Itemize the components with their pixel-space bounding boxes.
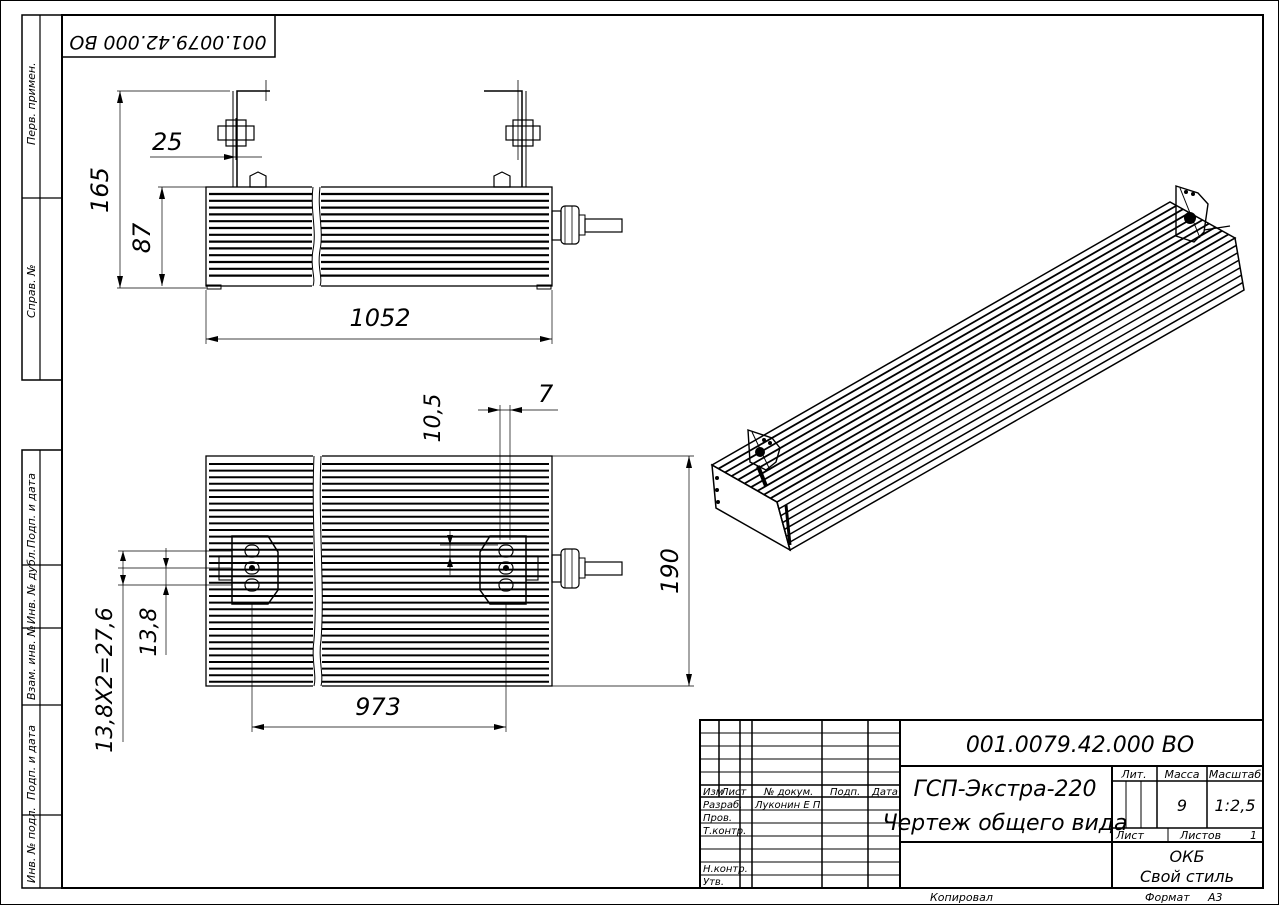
role-approved: Утв. bbox=[703, 877, 724, 888]
iso-side-fin bbox=[778, 244, 1237, 510]
dim-hole-pitch: 13,8 bbox=[137, 608, 162, 657]
iso-side-fin bbox=[785, 274, 1242, 537]
title-block: 001.0079.42.000 ВО ГСП-Экстра-220 Чертеж… bbox=[699, 719, 1264, 904]
iso-side-fin bbox=[787, 281, 1244, 544]
side-label-sign-date-1: Подп. и дата bbox=[25, 473, 38, 548]
sheets-label: Листов bbox=[1179, 829, 1221, 842]
side-stamp: Перв. примен. Справ. № Подп. и дата Инв.… bbox=[21, 14, 63, 889]
iso-top-fin bbox=[763, 230, 1223, 496]
dim-hole-pitch-total: 13,8Х2=27,6 bbox=[93, 607, 118, 752]
top-view bbox=[205, 452, 623, 690]
dim-bracket-offset: 25 bbox=[152, 128, 183, 156]
role-norm-control: Н.контр. bbox=[703, 864, 748, 875]
hdr-date: Дата bbox=[871, 787, 898, 798]
mass-label: Масса bbox=[1164, 768, 1199, 781]
lit-label: Лит. bbox=[1120, 768, 1146, 781]
iso-side-fin bbox=[784, 267, 1241, 531]
title-doc-code: 001.0079.42.000 ВО bbox=[966, 733, 1194, 758]
front-view-dimensions: 165 87 25 1052 bbox=[86, 90, 553, 344]
side-label-orig-inv: Инв. № подл. bbox=[25, 807, 38, 883]
iso-side-fin bbox=[780, 252, 1238, 517]
mass-value: 9 bbox=[1177, 796, 1187, 815]
iso-top-fin bbox=[737, 215, 1197, 481]
iso-top-fin bbox=[731, 212, 1190, 477]
iso-top-fin bbox=[757, 226, 1216, 492]
copied-label: Копировал bbox=[930, 891, 993, 904]
corner-doc-code: 001.0079.42.000 ВО bbox=[69, 31, 266, 53]
format-label: Формат bbox=[1145, 891, 1190, 904]
sheet-label: Лист bbox=[1115, 829, 1144, 842]
role-developer: Разраб. bbox=[703, 799, 742, 811]
dim-overall-width: 190 bbox=[656, 548, 684, 594]
scale-value: 1:2,5 bbox=[1214, 796, 1255, 815]
side-label-dup-inv: Инв. № дубл. bbox=[25, 549, 38, 624]
hdr-signature: Подп. bbox=[830, 787, 860, 798]
side-label-sign-date-2: Подп. и дата bbox=[25, 725, 38, 800]
format-value: А3 bbox=[1207, 891, 1223, 904]
role-tech-control: Т.контр. bbox=[703, 826, 746, 837]
isometric-view bbox=[710, 185, 1245, 552]
front-view bbox=[205, 80, 623, 290]
hdr-sheet: Лист bbox=[720, 787, 748, 798]
dim-overall-length: 1052 bbox=[349, 304, 410, 332]
iso-top-fin bbox=[724, 208, 1184, 474]
developer-name: Луконин Е П bbox=[754, 800, 821, 811]
sheets-value: 1 bbox=[1250, 829, 1257, 842]
dim-mount-spacing: 973 bbox=[355, 693, 401, 721]
hdr-doc-no: № докум. bbox=[763, 787, 813, 798]
corner-code-box: 001.0079.42.000 ВО bbox=[62, 15, 276, 58]
organization-line-1: ОКБ bbox=[1170, 847, 1205, 866]
iso-top-fin bbox=[770, 233, 1229, 500]
dim-overall-height: 165 bbox=[86, 167, 114, 213]
top-view-dimensions: 190 973 7 10,5 13,8Х2=27,6 13,8 bbox=[93, 380, 694, 753]
side-label-reference: Справ. № bbox=[25, 264, 38, 318]
organization-line-2: Свой стиль bbox=[1140, 867, 1234, 886]
dim-slot-gap: 7 bbox=[538, 380, 554, 408]
dim-body-height: 87 bbox=[128, 222, 156, 253]
iso-top-fin bbox=[750, 222, 1210, 488]
side-label-first-use: Перв. примен. bbox=[25, 62, 38, 145]
iso-side-fin bbox=[782, 259, 1240, 524]
role-checked: Пров. bbox=[703, 813, 732, 824]
iso-top-fin bbox=[718, 204, 1177, 470]
scale-label: Масштаб bbox=[1209, 768, 1261, 781]
side-label-replace-inv: Взам. инв. № bbox=[25, 625, 38, 700]
hdr-change: Изм bbox=[703, 787, 724, 798]
iso-top-fin bbox=[744, 219, 1203, 485]
dim-slot-width: 10,5 bbox=[421, 394, 446, 443]
drawing-name: Чертеж общего вида bbox=[883, 811, 1128, 836]
product-name: ГСП-Экстра-220 bbox=[913, 777, 1096, 802]
